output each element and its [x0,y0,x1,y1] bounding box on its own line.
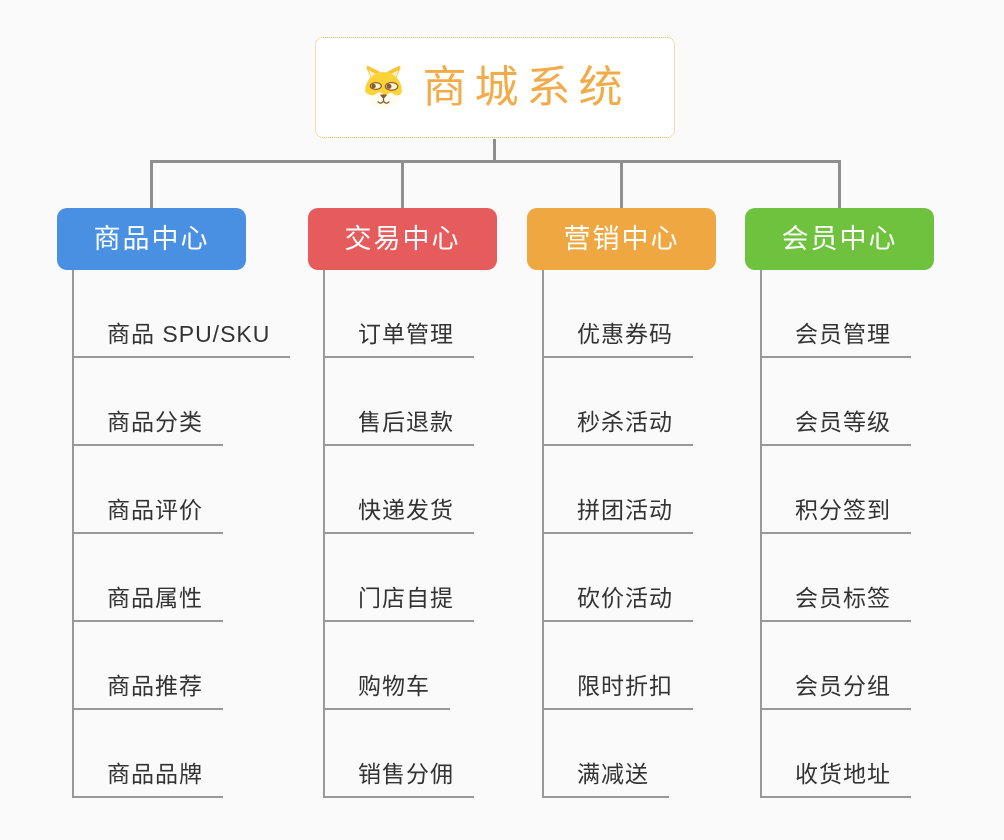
leaf-row: 拼团活动 [544,446,759,534]
leaf-row: 砍价活动 [544,534,759,622]
leaf-node[interactable]: 秒杀活动 [544,409,693,446]
leaf-node[interactable]: 会员分组 [762,673,911,710]
connector-stub-product [150,163,153,208]
leaf-row: 商品 SPU/SKU [74,270,291,358]
branch-children-member: 会员管理 会员等级 积分签到 会员标签 会员分组 收货地址 [760,270,977,798]
leaf-row: 收货地址 [762,710,977,798]
branch-node-product-center[interactable]: 商品中心 [57,208,246,270]
leaf-node[interactable]: 优惠券码 [544,321,693,358]
leaf-row: 限时折扣 [544,622,759,710]
leaf-node[interactable]: 拼团活动 [544,497,693,534]
dog-face-icon [364,66,402,109]
leaf-row: 订单管理 [325,270,540,358]
leaf-row: 购物车 [325,622,540,710]
leaf-row: 商品属性 [74,534,289,622]
leaf-row: 商品推荐 [74,622,289,710]
leaf-row: 售后退款 [325,358,540,446]
leaf-node[interactable]: 商品品牌 [74,761,223,798]
leaf-row: 销售分佣 [325,710,540,798]
leaf-node[interactable]: 商品推荐 [74,673,223,710]
leaf-node[interactable]: 限时折扣 [544,673,693,710]
leaf-node[interactable]: 门店自提 [325,585,474,622]
leaf-row: 快递发货 [325,446,540,534]
leaf-node[interactable]: 会员管理 [762,321,911,358]
leaf-node[interactable]: 售后退款 [325,409,474,446]
root-label: 商城系统 [422,62,631,112]
leaf-row: 商品评价 [74,446,289,534]
branch-children-trade: 订单管理 售后退款 快递发货 门店自提 购物车 销售分佣 [323,270,540,798]
branch-node-trade-center[interactable]: 交易中心 [308,208,497,270]
leaf-row: 商品品牌 [74,710,289,798]
branch-children-product: 商品 SPU/SKU 商品分类 商品评价 商品属性 商品推荐 商品品牌 [72,270,291,798]
root-node[interactable]: 商城系统 [315,37,675,138]
leaf-node[interactable]: 商品评价 [74,497,223,534]
leaf-node[interactable]: 砍价活动 [544,585,693,622]
leaf-node[interactable]: 商品分类 [74,409,223,446]
leaf-node[interactable]: 满减送 [544,761,669,798]
leaf-row: 会员标签 [762,534,977,622]
connector-root-stub [493,139,496,163]
leaf-node[interactable]: 商品 SPU/SKU [74,321,291,358]
connector-stub-trade [401,163,404,208]
leaf-row: 积分签到 [762,446,977,534]
leaf-row: 秒杀活动 [544,358,759,446]
leaf-node[interactable]: 购物车 [325,673,450,710]
branch-node-member-center[interactable]: 会员中心 [745,208,934,270]
branch-node-marketing-center[interactable]: 营销中心 [527,208,716,270]
connector-stub-member [838,163,841,208]
leaf-node[interactable]: 订单管理 [325,321,474,358]
connector-bus [150,160,841,163]
leaf-node[interactable]: 会员等级 [762,409,911,446]
branch-children-marketing: 优惠券码 秒杀活动 拼团活动 砍价活动 限时折扣 满减送 [542,270,759,798]
leaf-node[interactable]: 快递发货 [325,497,474,534]
leaf-node[interactable]: 收货地址 [762,761,911,798]
leaf-row: 门店自提 [325,534,540,622]
leaf-row: 商品分类 [74,358,289,446]
leaf-row: 满减送 [544,710,759,798]
leaf-node[interactable]: 积分签到 [762,497,911,534]
leaf-node[interactable]: 商品属性 [74,585,223,622]
connector-stub-marketing [620,163,623,208]
leaf-node[interactable]: 销售分佣 [325,761,474,798]
leaf-row: 会员分组 [762,622,977,710]
leaf-row: 会员管理 [762,270,977,358]
leaf-row: 优惠券码 [544,270,759,358]
leaf-row: 会员等级 [762,358,977,446]
leaf-node[interactable]: 会员标签 [762,585,911,622]
